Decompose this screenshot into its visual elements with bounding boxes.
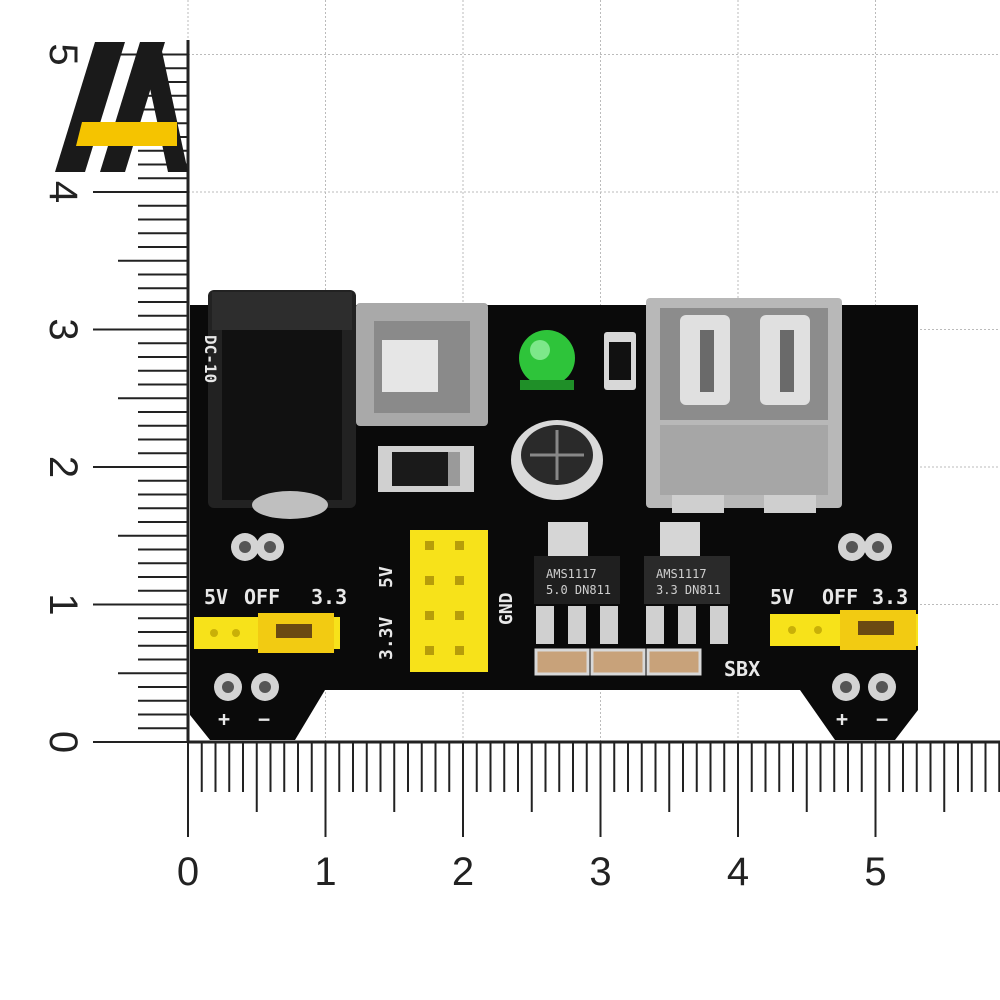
x-axis-label: 1 xyxy=(314,850,336,894)
header-label-5v: 5V xyxy=(376,566,397,588)
x-axis-label: 0 xyxy=(177,850,199,894)
header-pin xyxy=(425,611,434,620)
right-jumper-label-5v: 5V xyxy=(770,585,794,609)
smd-diode xyxy=(378,446,474,492)
x-axis-label: 3 xyxy=(589,850,611,894)
dc-barrel-jack: DC-10 xyxy=(201,290,356,519)
brand-silkscreen: SBX xyxy=(724,657,760,681)
right-voltage-jumper[interactable] xyxy=(770,610,918,650)
right-jumper-label-off: OFF xyxy=(822,585,858,609)
vertical-ruler: 0 1 2 3 4 5 xyxy=(41,40,190,753)
left-jumper-label-33: 3.3 xyxy=(311,585,347,609)
left-minus-label: − xyxy=(258,707,270,731)
smd-capacitors xyxy=(534,648,702,676)
left-voltage-jumper[interactable] xyxy=(194,613,340,653)
left-top-power-pins xyxy=(231,533,284,561)
usb-port[interactable] xyxy=(646,298,842,513)
header-pin xyxy=(455,541,464,550)
header-pin xyxy=(455,611,464,620)
left-jumper-label-5v: 5V xyxy=(204,585,228,609)
y-axis-label: 3 xyxy=(41,318,85,340)
brand-logo xyxy=(55,42,188,172)
left-bottom-power-pins: + − xyxy=(214,673,279,731)
power-led xyxy=(519,330,575,390)
y-axis-label: 1 xyxy=(41,593,85,615)
power-switch[interactable] xyxy=(356,303,488,426)
header-label-33v: 3.3V xyxy=(376,616,397,660)
right-plus-label: + xyxy=(836,707,848,731)
y-axis-label: 5 xyxy=(41,43,85,65)
power-supply-module: DC-10 xyxy=(190,290,918,740)
left-plus-label: + xyxy=(218,707,230,731)
x-axis-label: 2 xyxy=(452,850,474,894)
left-jumper-label-off: OFF xyxy=(244,585,280,609)
regulator-3v3: AMS1117 3.3 DN811 xyxy=(644,522,730,644)
y-axis-label: 0 xyxy=(41,731,85,753)
regulator-5v-line2: 5.0 DN811 xyxy=(546,583,611,597)
header-pin xyxy=(425,576,434,585)
y-axis-label: 4 xyxy=(41,181,85,203)
header-pin xyxy=(425,541,434,550)
horizontal-ruler: 0 1 2 3 4 5 xyxy=(177,740,1000,894)
right-minus-label: − xyxy=(876,707,888,731)
regulator-3v3-line1: AMS1117 xyxy=(656,567,707,581)
header-label-gnd: GND xyxy=(496,592,517,625)
right-top-power-pins xyxy=(838,533,892,561)
y-axis-label: 2 xyxy=(41,456,85,478)
right-bottom-power-pins: + − xyxy=(832,673,896,731)
header-pin xyxy=(455,646,464,655)
smd-resistor xyxy=(604,332,636,390)
regulator-5v: AMS1117 5.0 DN811 xyxy=(534,522,620,644)
dc-jack-label: DC-10 xyxy=(201,335,220,383)
x-axis-label: 4 xyxy=(727,850,749,894)
header-pin xyxy=(455,576,464,585)
x-axis-label: 5 xyxy=(864,850,886,894)
header-pin xyxy=(425,646,434,655)
regulator-5v-line1: AMS1117 xyxy=(546,567,597,581)
regulator-3v3-line2: 3.3 DN811 xyxy=(656,583,721,597)
right-jumper-label-33: 3.3 xyxy=(872,585,908,609)
output-pin-header: 5V 3.3V GND xyxy=(376,530,517,672)
electrolytic-capacitor xyxy=(511,420,603,500)
